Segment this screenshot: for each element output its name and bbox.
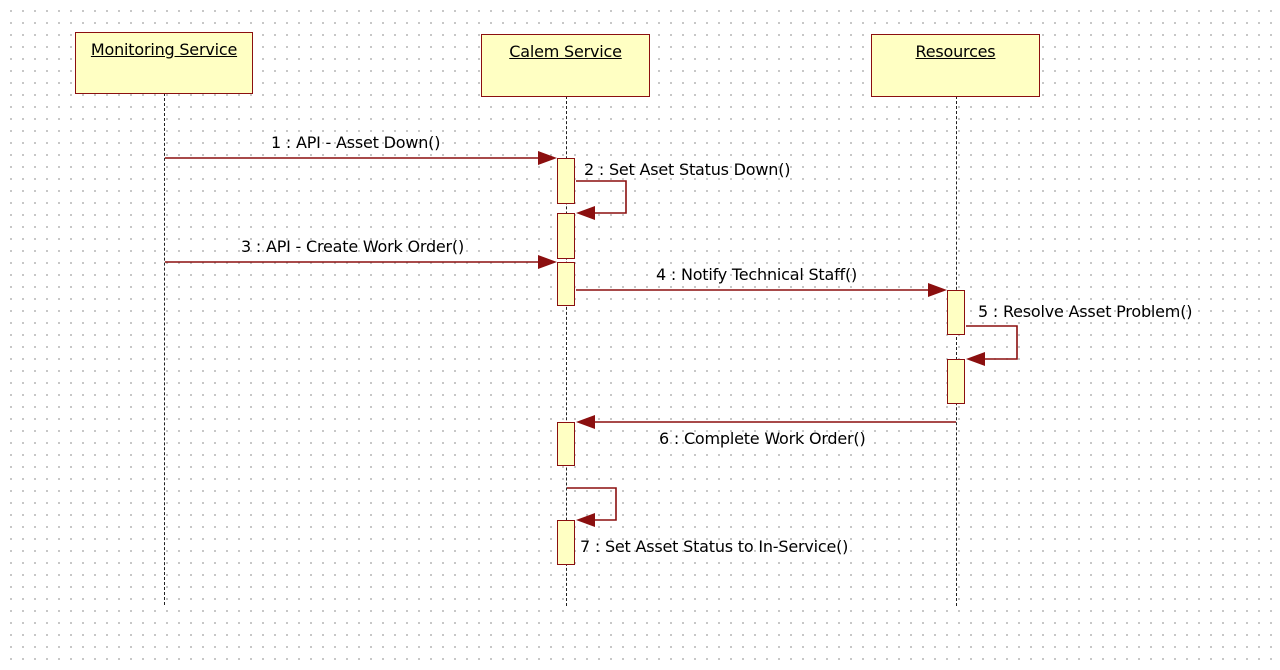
activation-bar[interactable] [947, 359, 965, 404]
lifeline-monitoring-service [164, 93, 165, 605]
message-label-3: 3 : API - Create Work Order() [241, 237, 465, 256]
object-title: Monitoring Service [90, 40, 238, 59]
message-arrow-5 [966, 325, 1018, 360]
message-arrow-7 [567, 487, 617, 521]
object-title: Calem Service [509, 42, 622, 61]
object-title: Resources [915, 42, 996, 61]
arrowhead-6 [576, 415, 595, 429]
object-calem-service[interactable]: Calem Service [481, 34, 650, 97]
message-label-4: 4 : Notify Technical Staff() [656, 265, 858, 284]
activation-bar[interactable] [557, 422, 575, 466]
lifeline-resources [956, 96, 957, 606]
message-label-6: 6 : Complete Work Order() [659, 429, 866, 448]
arrowhead-2 [576, 206, 595, 220]
object-monitoring-service[interactable]: Monitoring Service [75, 32, 253, 94]
arrowhead-3 [538, 255, 557, 269]
activation-bar[interactable] [557, 213, 575, 259]
message-label-7: 7 : Set Asset Status to In-Service() [580, 537, 849, 556]
message-label-1: 1 : API - Asset Down() [271, 133, 441, 152]
activation-bar[interactable] [557, 520, 575, 565]
message-label-2: 2 : Set Aset Status Down() [584, 160, 791, 179]
message-arrow-2 [576, 180, 627, 214]
arrowhead-1 [538, 151, 557, 165]
arrowhead-4 [928, 283, 947, 297]
activation-bar[interactable] [947, 290, 965, 335]
activation-bar[interactable] [557, 262, 575, 306]
activation-bar[interactable] [557, 158, 575, 204]
object-resources[interactable]: Resources [871, 34, 1040, 97]
arrowhead-5 [966, 352, 985, 366]
lifeline-calem-service [566, 96, 567, 606]
message-label-5: 5 : Resolve Asset Problem() [978, 302, 1193, 321]
arrowhead-7 [576, 513, 595, 527]
